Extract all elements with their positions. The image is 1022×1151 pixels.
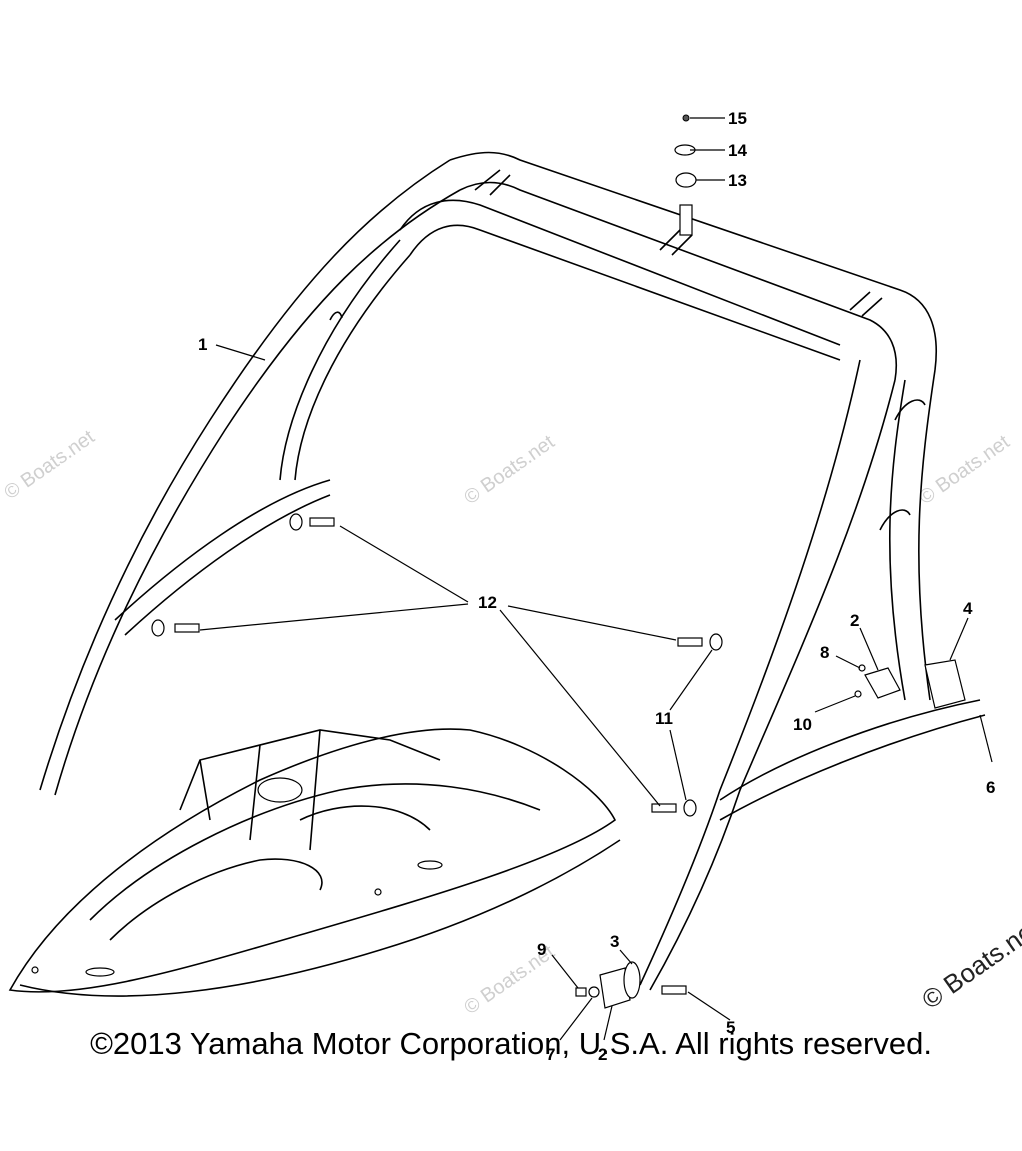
watermark-lower-right: © Boats.net	[916, 912, 1022, 1015]
watermark-center: © Boats.net	[460, 431, 559, 509]
callout-15: 15	[728, 109, 747, 128]
watermark-left: © Boats.net	[0, 426, 99, 504]
callouts: 1 15 14 13 12 11 2 8 10 4 6 9 3 7 2 5	[198, 109, 995, 1064]
boat-illustration	[8, 728, 621, 997]
callout-2-upper: 2	[850, 611, 859, 630]
callout-14: 14	[728, 141, 747, 160]
callout-7: 7	[546, 1045, 555, 1064]
callout-13: 13	[728, 171, 747, 190]
callout-11: 11	[655, 709, 673, 728]
bolt-set	[151, 513, 723, 817]
tower-frame	[39, 151, 986, 991]
top-hardware	[674, 114, 697, 236]
callout-12: 12	[478, 593, 497, 612]
copyright-notice: ©2013 Yamaha Motor Corporation, U.S.A. A…	[90, 1026, 932, 1061]
callout-6: 6	[986, 778, 995, 797]
lower-mount-hardware	[575, 659, 966, 1009]
callout-5: 5	[726, 1018, 735, 1037]
callout-2-lower: 2	[598, 1045, 607, 1064]
leader-lines	[199, 117, 993, 1041]
watermark-right: © Boats.net	[915, 431, 1014, 509]
callout-3: 3	[610, 932, 619, 951]
callout-9: 9	[537, 940, 546, 959]
parts-diagram: © Boats.net © Boats.net © Boats.net © Bo…	[0, 109, 1022, 1064]
callout-10: 10	[793, 715, 812, 734]
callout-4: 4	[963, 599, 973, 618]
callout-1: 1	[198, 335, 207, 354]
callout-8: 8	[820, 643, 829, 662]
